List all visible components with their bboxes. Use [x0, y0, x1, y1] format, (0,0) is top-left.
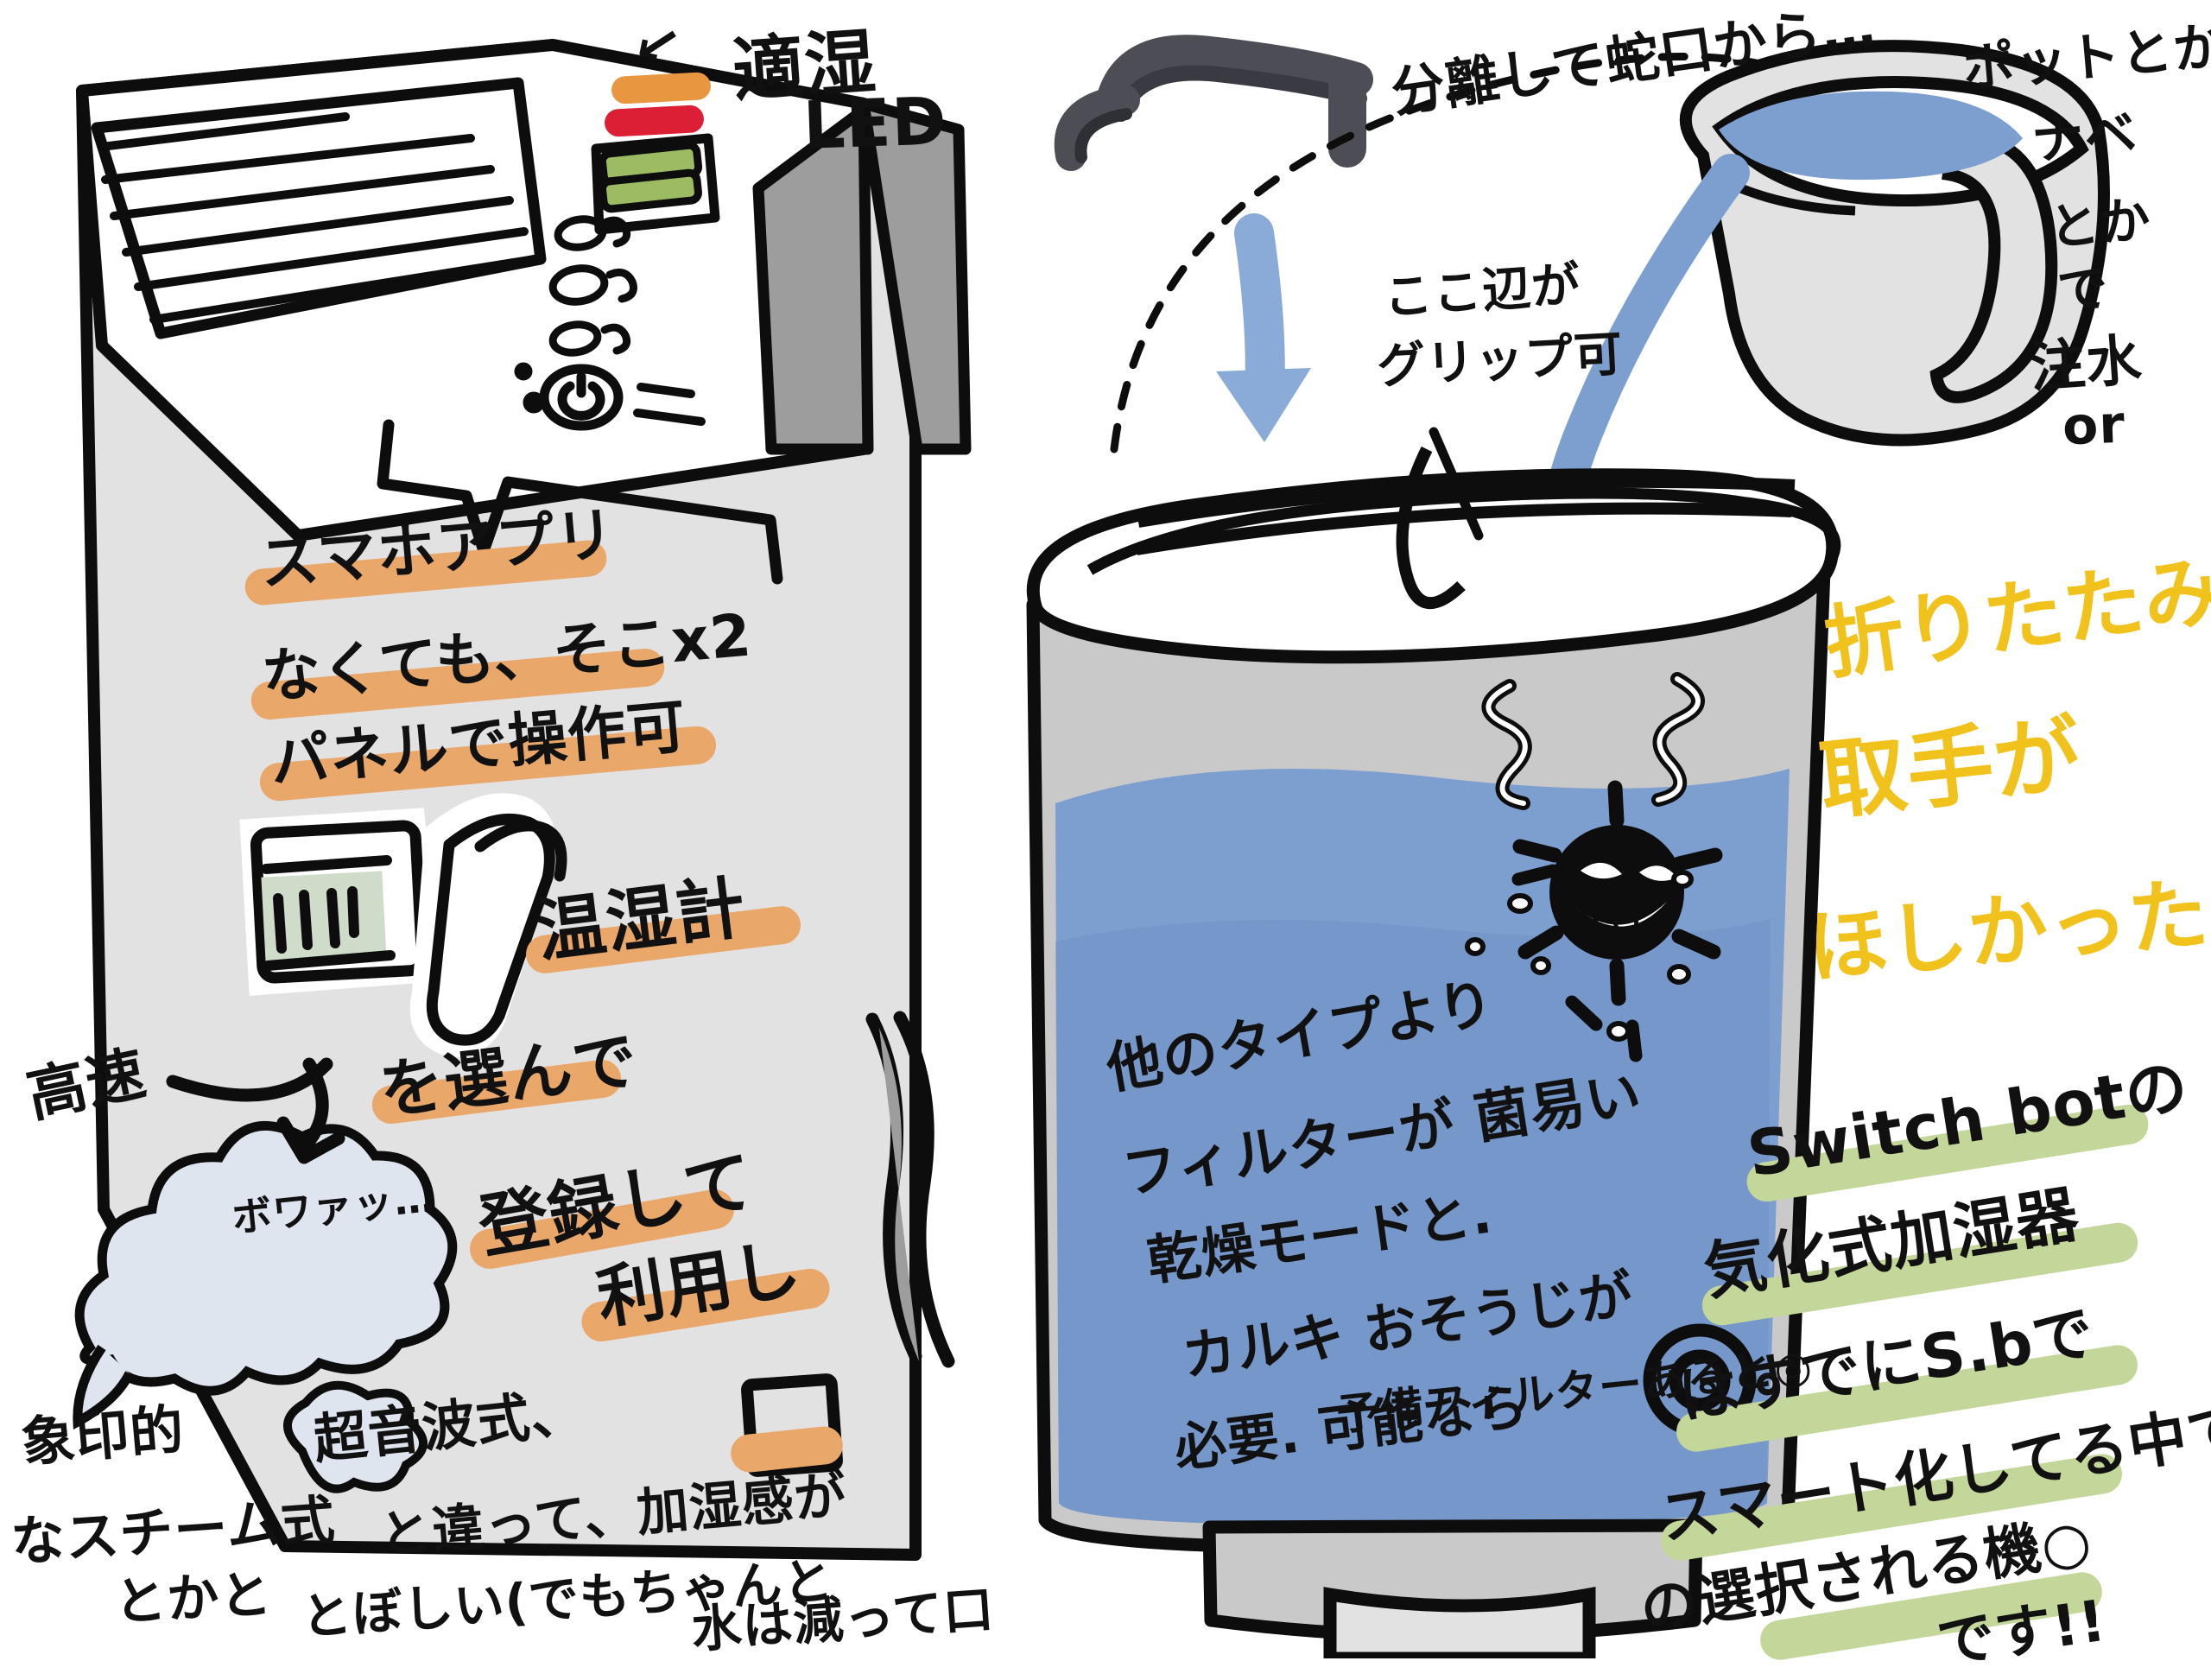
note-or: or — [2061, 394, 2127, 458]
note-grip-2: グリップ可 — [1375, 326, 1625, 396]
steam-cloud-group — [73, 1057, 458, 1493]
note-de: で — [2055, 257, 2112, 321]
germ-mascot — [1465, 672, 1723, 1062]
checkbox-icon — [741, 1373, 843, 1477]
note-toka-to: とかと — [112, 1564, 274, 1633]
note-pan: ナベ — [2029, 102, 2140, 173]
arrow-blue-down-left — [1216, 213, 1311, 442]
note-zojirushi: 象印的 — [18, 1397, 187, 1475]
note-grip-1: ここ辺が — [1382, 257, 1583, 326]
led-label-line2: LED — [801, 82, 948, 164]
thermo-hygrometer-icon — [239, 808, 442, 996]
phone-outline-icon — [409, 793, 567, 1057]
pitcher-icon — [1679, 40, 2110, 447]
note-pour-water: 注水 — [2027, 328, 2144, 401]
red-lamp — [604, 105, 705, 137]
faucet-icon — [1054, 35, 1373, 171]
grip-pointer — [1429, 427, 1484, 541]
power-button — [539, 364, 624, 431]
